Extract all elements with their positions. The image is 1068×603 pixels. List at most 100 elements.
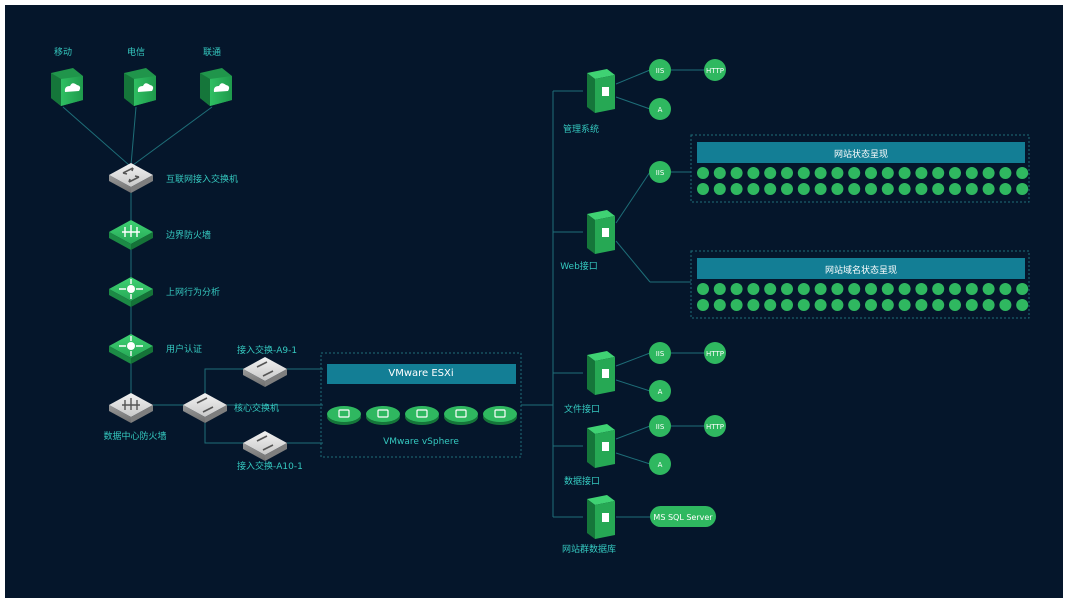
status-dot [781, 183, 793, 195]
a-node[interactable]: A [649, 453, 671, 475]
status-dot [932, 283, 945, 295]
user-auth-device[interactable] [109, 334, 153, 364]
status-dot [831, 283, 844, 295]
http-node[interactable]: HTTP [704, 415, 726, 437]
document-icon [602, 369, 609, 378]
http-node[interactable]: HTTP [704, 59, 726, 81]
vm-host-icon[interactable] [483, 406, 517, 425]
a-node[interactable]: A [649, 98, 671, 120]
dc-firewall-device[interactable] [109, 393, 153, 423]
svg-text:IIS: IIS [656, 350, 665, 358]
carrier-label-yidong: 移动 [53, 48, 73, 58]
cloud-icon [213, 83, 230, 92]
status-dot [898, 299, 911, 311]
status-dot [965, 283, 978, 295]
vm-host-icon[interactable] [327, 406, 361, 425]
iis-node[interactable]: IIS [649, 161, 671, 183]
core-switch-label: 核心交换机 [234, 404, 280, 414]
user-auth-label: 用户认证 [166, 345, 203, 355]
esxi-title: VMware ESXi [388, 368, 454, 379]
status-dot [831, 299, 844, 311]
status-dot [1016, 299, 1029, 311]
status-dot [965, 299, 978, 311]
status-dot [781, 167, 793, 179]
status-dot [797, 283, 810, 295]
status-dot [831, 183, 844, 195]
network-topology-diagram: IIS HTTP A IIS IIS HTTP A IIS HTTP A MS SQL Server… [5, 5, 1063, 598]
domain-status-title: 网站域名状态呈现 [824, 266, 898, 276]
status-dot [764, 183, 777, 195]
core-switch-device[interactable] [183, 393, 227, 423]
server-device[interactable] [587, 351, 615, 395]
status-dot [730, 283, 743, 295]
status-dot [999, 183, 1012, 195]
status-dot [999, 167, 1012, 179]
status-dot [999, 299, 1012, 311]
status-dot [1016, 183, 1029, 195]
mssql-node[interactable]: MS SQL Server [650, 506, 716, 527]
status-dot [848, 283, 861, 295]
carrier-liantong-device[interactable] [200, 68, 232, 106]
svg-text:IIS: IIS [656, 67, 665, 75]
status-dot [982, 299, 995, 311]
carrier-dianxin-device[interactable] [124, 68, 156, 106]
hub-icon [127, 285, 135, 293]
status-dot [915, 183, 928, 195]
a-node[interactable]: A [649, 380, 671, 402]
cloud-icon [64, 83, 81, 92]
firewall-brick-icon [122, 225, 140, 237]
iis-node[interactable]: IIS [649, 415, 671, 437]
http-node[interactable]: HTTP [704, 342, 726, 364]
status-dot [949, 283, 961, 295]
document-icon [602, 442, 609, 451]
vm-host-icon[interactable] [444, 406, 478, 425]
status-dot [865, 183, 877, 195]
status-dot [1016, 283, 1029, 295]
status-dot [764, 299, 777, 311]
status-dot [965, 183, 978, 195]
server-device[interactable] [587, 495, 615, 539]
domain-status-banner [697, 258, 1025, 279]
access-switch-a10-device[interactable] [243, 431, 287, 461]
internet-switch-device[interactable] [109, 163, 153, 193]
domain-status-dots [697, 283, 1029, 311]
status-dot [730, 299, 743, 311]
site-status-title: 网站状态呈现 [833, 150, 889, 160]
server-group [587, 69, 615, 539]
status-dot [982, 183, 995, 195]
status-dot [814, 299, 827, 311]
access-a9-label: 接入交换-A9-1 [237, 346, 298, 356]
border-firewall-device[interactable] [109, 220, 153, 250]
behavior-analysis-device[interactable] [109, 277, 153, 307]
status-dot [881, 299, 894, 311]
status-dot [881, 183, 894, 195]
status-dot [814, 283, 827, 295]
access-switch-a9-device[interactable] [243, 357, 287, 387]
status-dot [932, 299, 945, 311]
status-dot [999, 283, 1012, 295]
iis-node[interactable]: IIS [649, 59, 671, 81]
svg-text:HTTP: HTTP [706, 423, 724, 431]
status-dot [747, 183, 760, 195]
status-dot [697, 283, 709, 295]
server-device[interactable] [587, 69, 615, 113]
iis-node[interactable]: IIS [649, 342, 671, 364]
svg-text:HTTP: HTTP [706, 67, 724, 75]
status-dot [713, 167, 726, 179]
status-dot [713, 283, 726, 295]
status-dot [747, 283, 760, 295]
status-dot [848, 167, 861, 179]
vm-host-icon[interactable] [366, 406, 400, 425]
carrier-label-liantong: 联通 [202, 48, 222, 58]
vm-host-icon[interactable] [405, 406, 439, 425]
status-dot [965, 167, 978, 179]
carrier-yidong-device[interactable] [51, 68, 83, 106]
status-dot [865, 299, 877, 311]
status-dot [697, 299, 709, 311]
status-dot [831, 167, 844, 179]
server-device[interactable] [587, 424, 615, 468]
server-device[interactable] [587, 210, 615, 254]
svg-text:IIS: IIS [656, 169, 665, 177]
site-status-dots [697, 167, 1029, 195]
status-dot [797, 167, 810, 179]
